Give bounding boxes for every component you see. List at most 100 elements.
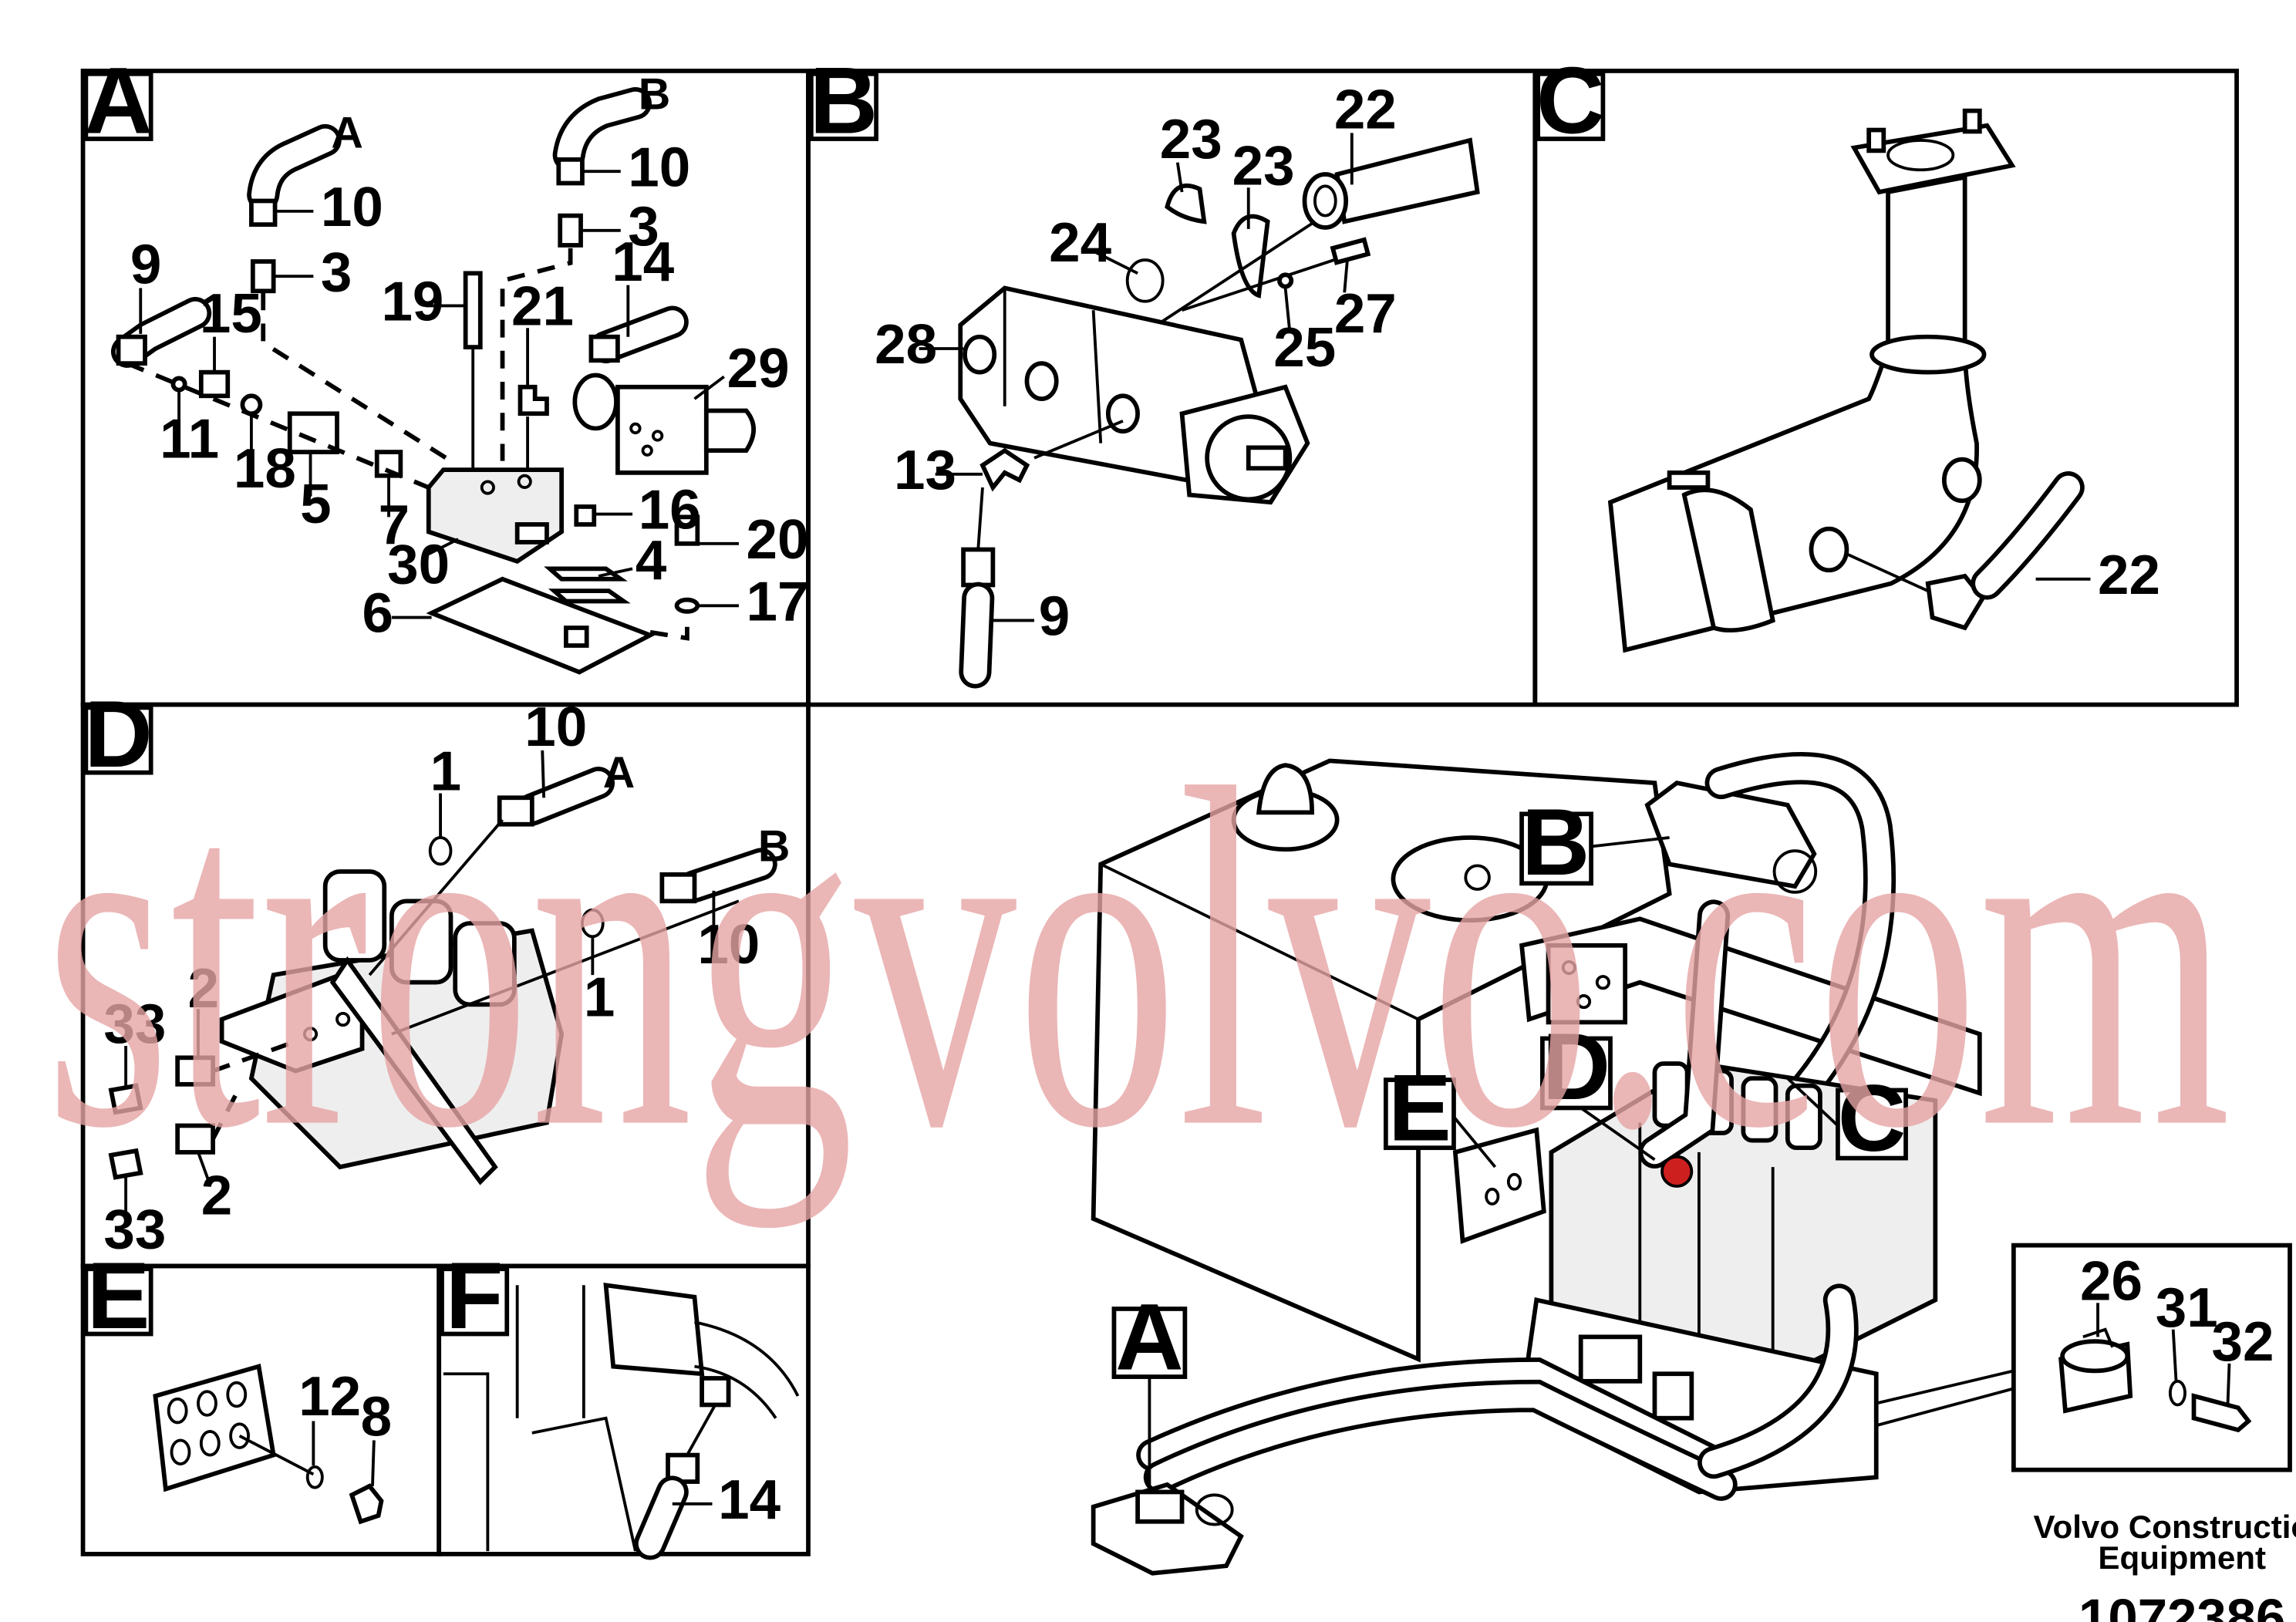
callout-a-30: 30 (387, 534, 450, 596)
callout-b-28: 28 (875, 313, 937, 376)
callout-a-29: 29 (727, 337, 790, 400)
callout-a-3a: 3 (321, 241, 352, 303)
o-ring-11 (170, 376, 187, 393)
callout-b-27: 27 (1334, 282, 1397, 345)
callout-b-23a: 23 (1160, 108, 1222, 170)
adapter-7 (374, 450, 403, 478)
callout-d-1b: 1 (584, 966, 615, 1029)
callout-d-10a: 10 (524, 696, 587, 758)
fitting-10-right (556, 157, 585, 186)
callout-main-31: 31 (2156, 1276, 2218, 1339)
elbow-13 (979, 447, 1030, 492)
callout-f-14: 14 (718, 1469, 781, 1531)
pipe-block (1546, 943, 1628, 1025)
hose-22-nut (1925, 573, 1986, 631)
callout-a-17: 17 (747, 570, 809, 632)
overview-tag-e: E (1388, 1055, 1451, 1161)
footer: Volvo Construction Equipment 1072386 (2034, 1509, 2296, 1622)
pipe-flange (1850, 123, 2016, 195)
hose-22-flange (1302, 172, 1349, 230)
callout-e-12: 12 (298, 1365, 361, 1428)
main-overview: B D E C A 26 31 32 (1091, 751, 2292, 1576)
panel-d: D A B (80, 681, 811, 1269)
callout-b-13: 13 (894, 439, 956, 501)
callout-a-14: 14 (612, 231, 674, 293)
o-ring-12 (305, 1465, 324, 1489)
callout-b-9: 9 (1039, 585, 1070, 648)
fitting-10-left (249, 198, 278, 227)
panel-c: C 22 (1532, 47, 2239, 707)
washer-17 (674, 597, 700, 614)
callout-main-32: 32 (2212, 1310, 2274, 1373)
solenoid-valve-29 (615, 384, 709, 475)
pipe-assembly (1519, 916, 1982, 1097)
callout-d-2a: 2 (188, 957, 219, 1020)
callout-a-15: 15 (200, 282, 262, 345)
callout-a-7: 7 (379, 494, 410, 556)
callout-a-21: 21 (511, 275, 574, 337)
clamp-23-left (1165, 184, 1207, 224)
callout-d-2b: 2 (201, 1164, 232, 1226)
callout-c-22: 22 (2098, 544, 2160, 606)
hose-a-fitting (497, 795, 534, 827)
callout-a-10a: 10 (321, 176, 383, 238)
brand-line-1: Volvo Construction (2034, 1509, 2296, 1545)
washer-25 (1277, 272, 1294, 289)
callout-b-24: 24 (1049, 211, 1111, 274)
panel-f-label: F (446, 1243, 504, 1348)
callout-main-26: 26 (2080, 1249, 2143, 1312)
brand-line-2: Equipment (2098, 1539, 2266, 1576)
pipe-flange-f (603, 1282, 705, 1377)
callout-d-10b: 10 (697, 913, 760, 976)
bolt-27 (1330, 237, 1371, 265)
nipple-3-right (558, 213, 583, 248)
panel-b-label: B (810, 47, 878, 153)
plug-33-lower (108, 1148, 143, 1180)
callout-a-11: 11 (160, 408, 219, 470)
callout-b-23b: 23 (1232, 134, 1295, 197)
panel-f: F 14 (437, 1243, 811, 1560)
hose-14-fitting (588, 334, 620, 363)
panel-e: E 12 8 (80, 1243, 442, 1556)
callout-a-16: 16 (639, 479, 701, 541)
mounting-plate-6 (426, 576, 656, 675)
callout-b-22: 22 (1334, 79, 1397, 141)
plate-overview (1452, 1127, 1546, 1244)
document-number: 1072386 (2079, 1588, 2285, 1622)
elbow-21 (518, 384, 549, 416)
callout-d-1a: 1 (430, 740, 461, 803)
adapter-15 (198, 369, 231, 399)
callout-a-18: 18 (234, 437, 296, 500)
overview-tag-a: A (1115, 1283, 1184, 1389)
suction-pipe (1607, 174, 1979, 653)
callout-d-33a: 33 (103, 993, 166, 1055)
callout-a-3b: 3 (628, 195, 659, 258)
washer-31 (2168, 1379, 2186, 1407)
watermark: strongvolvo.com (45, 689, 2231, 1229)
callout-b-25: 25 (1273, 316, 1336, 379)
overview-tag-d: D (1542, 1013, 1611, 1119)
callout-a-19: 19 (381, 271, 443, 333)
callout-e-8: 8 (361, 1386, 392, 1448)
hose-end-label-a: A (331, 109, 362, 158)
callout-a-5: 5 (300, 473, 331, 535)
overview-tag-c: C (1838, 1065, 1907, 1171)
elbow-f (700, 1376, 731, 1408)
bolt-19 (463, 271, 483, 349)
plug-33-upper (108, 1083, 143, 1115)
panel-c-label: C (1536, 47, 1605, 153)
callout-a-4: 4 (636, 529, 667, 592)
hose-b-fitting (659, 872, 697, 904)
callout-d-33b: 33 (103, 1198, 166, 1260)
bolt-32 (2191, 1393, 2252, 1433)
hose-clamp (1681, 487, 1775, 633)
hose-9-nut (961, 547, 996, 588)
overview-tag-b: B (1522, 789, 1590, 895)
bolt-16 (574, 504, 597, 527)
plate-e (153, 1364, 276, 1492)
o-ring-24 (1125, 258, 1165, 303)
panel-d-label: D (84, 681, 153, 787)
gear-pump-overview (1644, 781, 1817, 889)
plug-8 (349, 1483, 384, 1525)
